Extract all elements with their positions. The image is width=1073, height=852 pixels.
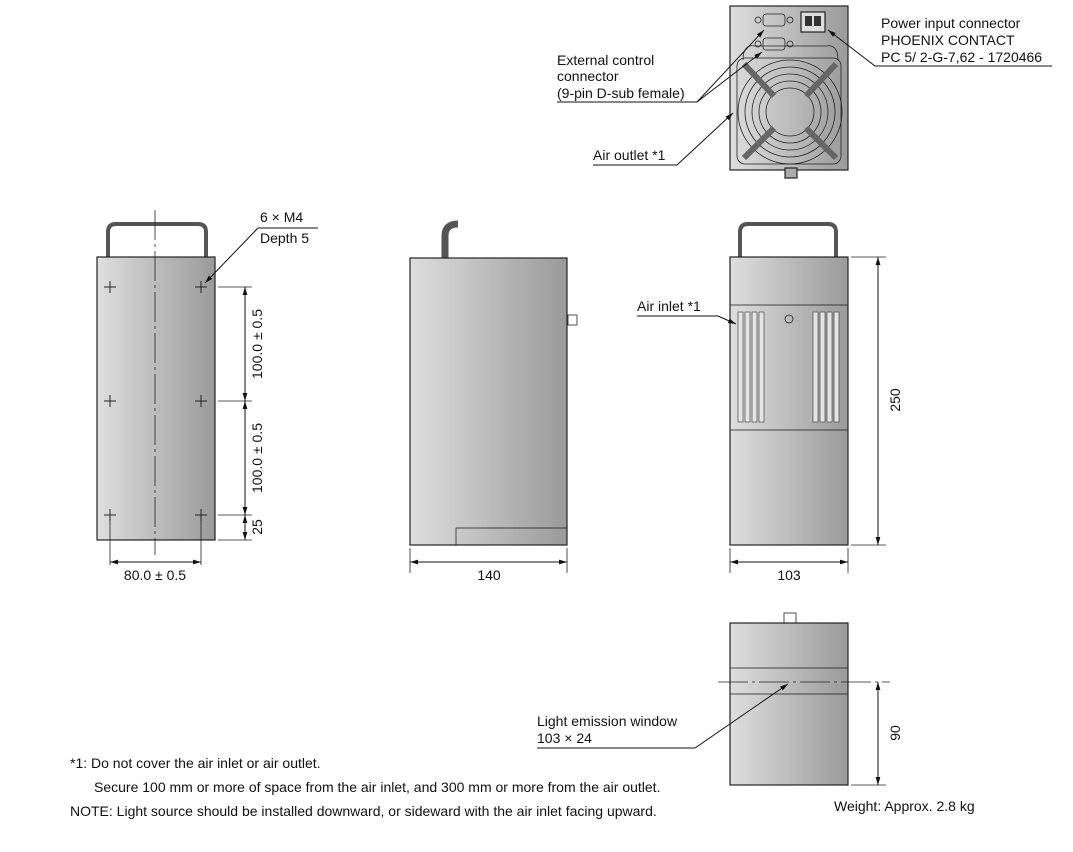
front-view: 250 103 Air inlet *1 bbox=[637, 222, 903, 583]
air-inlet-vents bbox=[729, 304, 849, 431]
note-air: *1: Do not cover the air inlet or air ou… bbox=[70, 755, 321, 771]
left-view: 100.0 ± 0.5 100.0 ± 0.5 25 80.0 ± 0.5 6 … bbox=[96, 209, 318, 583]
bottom-view: 90 Light emission window 103 × 24 bbox=[537, 612, 903, 786]
power-connector-part: PC 5/ 2-G-7,62 - 1720466 bbox=[881, 49, 1042, 65]
control-connector-label: External control bbox=[557, 52, 654, 68]
notes: *1: Do not cover the air inlet or air ou… bbox=[70, 755, 975, 819]
dsub-connector-bottom bbox=[754, 37, 794, 51]
power-connector-label: Power input connector bbox=[881, 15, 1021, 31]
fan-grille bbox=[736, 57, 843, 165]
rear-view: Power input connector PHOENIX CONTACT PC… bbox=[557, 5, 1052, 179]
control-connector-label-3: (9-pin D-sub female) bbox=[557, 85, 685, 101]
dsub-connector-top bbox=[754, 13, 794, 27]
dim-lower-label: 100.0 ± 0.5 bbox=[249, 423, 265, 493]
side-view: 140 bbox=[409, 220, 578, 583]
screw-label: 6 × M4 bbox=[260, 209, 303, 225]
dim-height-label: 250 bbox=[887, 388, 903, 412]
screw-holes bbox=[104, 281, 207, 521]
note-install: NOTE: Light source should be installed d… bbox=[70, 803, 657, 819]
window-size-label: 103 × 24 bbox=[537, 730, 592, 746]
dim-bottom-label: 25 bbox=[249, 519, 265, 535]
weight-label: Weight: Approx. 2.8 kg bbox=[834, 798, 975, 814]
air-outlet-label: Air outlet *1 bbox=[593, 147, 666, 163]
power-connector bbox=[800, 11, 826, 33]
air-inlet-label: Air inlet *1 bbox=[637, 298, 701, 314]
control-connector-label-2: connector bbox=[557, 68, 619, 84]
dim-window-label: 90 bbox=[887, 725, 903, 741]
note-clearance: Secure 100 mm or more of space from the … bbox=[94, 779, 660, 795]
dim-width-label: 80.0 ± 0.5 bbox=[124, 567, 186, 583]
dim-front-width-label: 103 bbox=[777, 567, 801, 583]
dim-depth-label: 140 bbox=[477, 567, 501, 583]
light-emission-window bbox=[729, 667, 849, 695]
power-connector-brand: PHOENIX CONTACT bbox=[881, 32, 1015, 48]
window-label: Light emission window bbox=[537, 713, 678, 729]
dim-upper-label: 100.0 ± 0.5 bbox=[249, 309, 265, 379]
screw-depth-label: Depth 5 bbox=[260, 230, 309, 246]
